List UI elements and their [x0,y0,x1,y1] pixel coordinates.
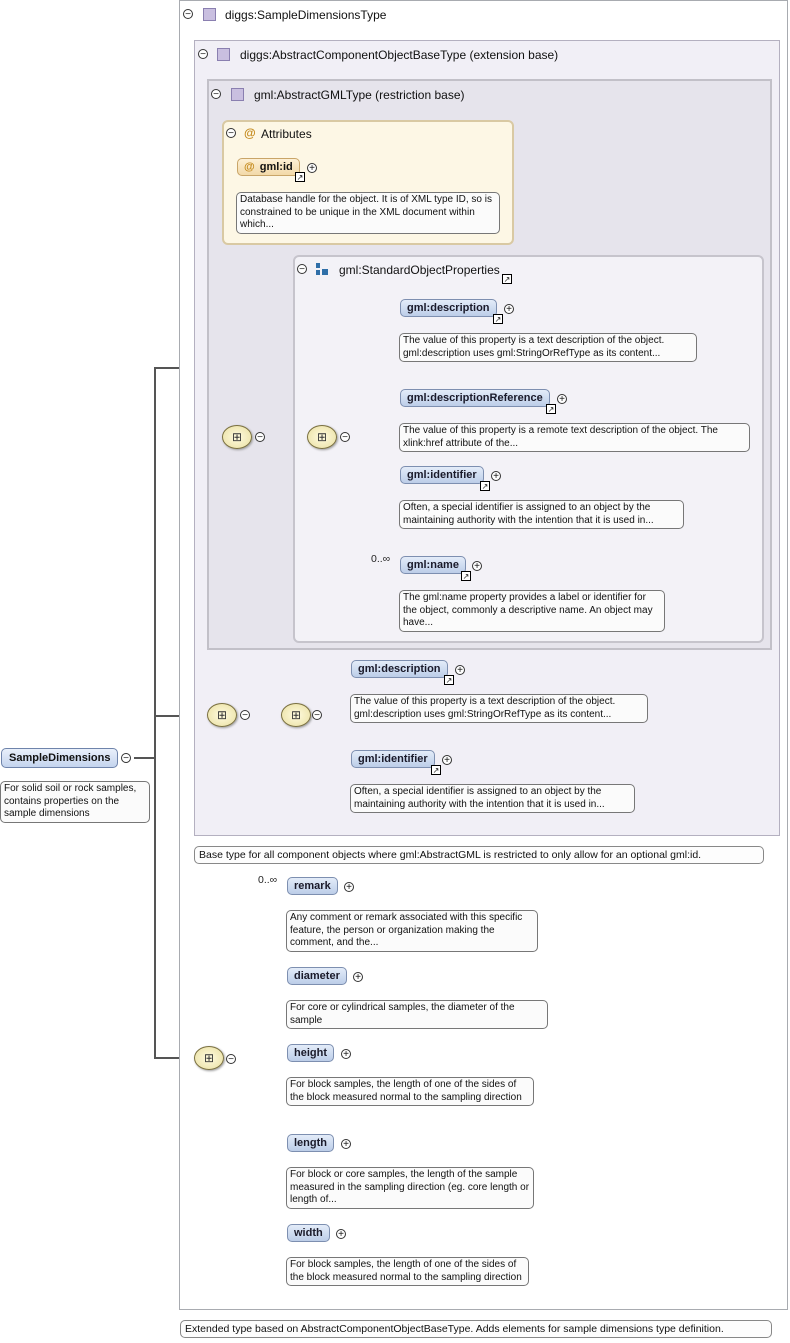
element-doc: The value of this property is a remote t… [399,423,750,452]
base-title: diggs:AbstractComponentObjectBaseType (e… [240,48,559,62]
complex-type-icon [203,8,216,21]
collapse-base-toggle-icon[interactable]: − [198,49,208,60]
element-doc: For block or core samples, the length of… [286,1167,534,1209]
cardinality-label: 0..∞ [371,553,391,565]
expand-plus-icon[interactable]: + [353,972,363,983]
element-doc: The value of this property is a text des… [350,694,648,723]
collapse-attributes-toggle-icon[interactable]: − [226,128,236,139]
collapse-sequence-toggle-icon[interactable]: − [340,432,350,443]
group-icon [316,263,329,276]
element-doc: The gml:name property provides a label o… [399,590,665,632]
root-doc: For solid soil or rock samples, contains… [0,781,150,823]
element-doc: The value of this property is a text des… [399,333,697,362]
collapse-type-toggle-icon[interactable]: − [183,9,193,20]
std-props-title: gml:StandardObjectProperties [339,263,500,277]
attributes-title: Attributes [261,127,312,141]
type-doc: Extended type based on AbstractComponent… [180,1320,772,1338]
expand-plus-icon[interactable]: + [504,304,514,315]
collapse-sequence-toggle-icon[interactable]: − [312,710,322,721]
expand-plus-icon[interactable]: + [491,471,501,482]
expand-plus-icon[interactable]: + [442,755,452,766]
complex-type-icon [217,48,230,61]
collapse-root-toggle-icon[interactable]: − [121,753,131,764]
sequence-compositor-icon[interactable]: ⊞ [307,425,337,449]
gml-id-attribute[interactable]: @ gml:id [237,158,300,176]
element-doc: Often, a special identifier is assigned … [399,500,684,529]
element-gml-description[interactable]: gml:description [351,660,448,678]
gml-type-title: gml:AbstractGMLType (restriction base) [254,88,465,102]
expand-plus-icon[interactable]: + [455,665,465,676]
element-gml-description[interactable]: gml:description [400,299,497,317]
expand-plus-icon[interactable]: + [557,394,567,405]
sequence-compositor-icon[interactable]: ⊞ [194,1046,224,1070]
element-height[interactable]: height [287,1044,334,1062]
gml-id-doc: Database handle for the object. It is of… [236,192,500,234]
element-doc: Any comment or remark associated with th… [286,910,538,952]
reference-arrow-icon[interactable]: ↗ [480,481,490,491]
element-diameter[interactable]: diameter [287,967,347,985]
reference-arrow-icon[interactable]: ↗ [546,404,556,414]
collapse-gml-type-toggle-icon[interactable]: − [211,89,221,100]
element-gml-description-reference[interactable]: gml:descriptionReference [400,389,550,407]
sequence-compositor-icon[interactable]: ⊞ [222,425,252,449]
attribute-name: gml:id [259,161,293,173]
reference-arrow-icon[interactable]: ↗ [493,314,503,324]
element-gml-name[interactable]: gml:name [400,556,466,574]
element-gml-identifier[interactable]: gml:identifier [351,750,435,768]
collapse-sequence-toggle-icon[interactable]: − [240,710,250,721]
expand-plus-icon[interactable]: + [336,1229,346,1240]
collapse-sequence-toggle-icon[interactable]: − [255,432,265,443]
sequence-compositor-icon[interactable]: ⊞ [207,703,237,727]
element-gml-identifier[interactable]: gml:identifier [400,466,484,484]
element-doc: For core or cylindrical samples, the dia… [286,1000,548,1029]
cardinality-label: 0..∞ [258,874,278,886]
reference-arrow-icon[interactable]: ↗ [444,675,454,685]
reference-arrow-icon[interactable]: ↗ [431,765,441,775]
collapse-sequence-toggle-icon[interactable]: − [226,1054,236,1065]
element-width[interactable]: width [287,1224,330,1242]
element-doc: For block samples, the length of one of … [286,1257,529,1286]
expand-plus-icon[interactable]: + [307,163,317,174]
reference-arrow-icon[interactable]: ↗ [461,571,471,581]
expand-plus-icon[interactable]: + [341,1049,351,1060]
reference-arrow-icon[interactable]: ↗ [295,172,305,182]
attribute-icon: @ [244,161,255,173]
element-length[interactable]: length [287,1134,334,1152]
type-title: diggs:SampleDimensionsType [225,8,387,22]
reference-arrow-icon[interactable]: ↗ [502,274,512,284]
element-remark[interactable]: remark [287,877,338,895]
expand-plus-icon[interactable]: + [344,882,354,893]
complex-type-icon [231,88,244,101]
element-doc: For block samples, the length of one of … [286,1077,534,1106]
base-type-doc: Base type for all component objects wher… [194,846,764,864]
element-doc: Often, a special identifier is assigned … [350,784,635,813]
expand-plus-icon[interactable]: + [341,1139,351,1150]
sequence-compositor-icon[interactable]: ⊞ [281,703,311,727]
collapse-group-toggle-icon[interactable]: − [297,264,307,275]
expand-plus-icon[interactable]: + [472,561,482,572]
attribute-icon: @ [244,126,256,140]
root-element-sample-dimensions[interactable]: SampleDimensions [1,748,119,768]
